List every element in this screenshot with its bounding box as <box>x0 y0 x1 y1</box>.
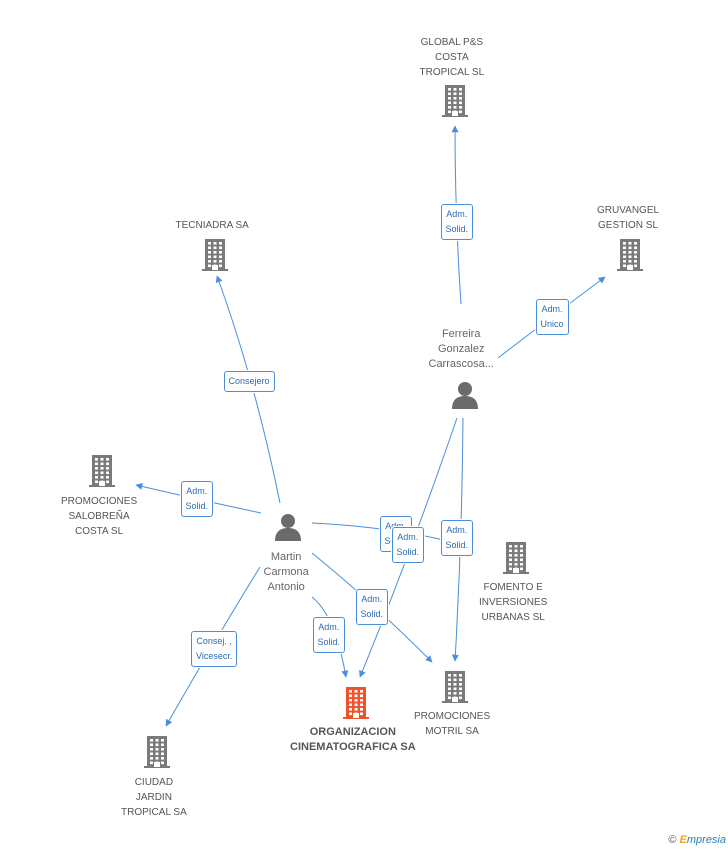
edge-label-martin-to-motril[interactable]: Adm. Solid. <box>355 589 389 625</box>
company-node-salobrena[interactable] <box>87 454 117 493</box>
brand-logo-initial: E <box>679 834 687 846</box>
company-label-salobrena[interactable]: PROMOCIONES SALOBREÑA COSTA SL <box>61 496 138 537</box>
building-icon <box>440 85 470 122</box>
company-node-tecniadra[interactable] <box>200 238 230 277</box>
company-node-global[interactable] <box>440 84 470 123</box>
company-label-global[interactable]: GLOBAL P&S COSTA TROPICAL SL <box>419 37 485 78</box>
company-node-ciudad[interactable] <box>142 735 172 774</box>
company-node-motril[interactable] <box>440 670 470 709</box>
person-icon <box>273 514 303 546</box>
person-label-ferreira[interactable]: Ferreira Gonzalez Carrascosa... <box>428 328 494 370</box>
company-label-gruvangel[interactable]: GRUVANGEL GESTION SL <box>597 205 660 231</box>
edge-label-ferreira-to-organizacion[interactable]: Adm. Solid. <box>391 527 425 563</box>
building-icon <box>200 239 230 276</box>
company-node-organizacion[interactable] <box>341 686 371 725</box>
building-icon <box>341 687 371 724</box>
edge-label-martin-to-salobrena[interactable]: Adm. Solid. <box>180 481 214 517</box>
building-icon <box>501 542 531 579</box>
person-icon <box>450 382 480 414</box>
company-node-fomento[interactable] <box>501 541 531 580</box>
edge-label-ferreira-to-motril[interactable]: Adm. Solid. <box>440 520 474 556</box>
edge-label-ferreira-to-global[interactable]: Adm. Solid. <box>440 204 474 240</box>
company-label-motril[interactable]: PROMOCIONES MOTRIL SA <box>414 711 491 737</box>
company-node-gruvangel[interactable] <box>615 238 645 277</box>
building-icon <box>615 239 645 276</box>
copyright-footer: © Empresia <box>668 834 726 846</box>
person-label-martin[interactable]: Martin Carmona Antonio <box>263 551 309 593</box>
company-label-fomento[interactable]: FOMENTO E INVERSIONES URBANAS SL <box>479 582 548 623</box>
edge-label-martin-to-tecniadra[interactable]: Consejero <box>223 370 275 392</box>
edge-label-martin-to-ciudad[interactable]: Consej. , Vicesecr. <box>191 631 238 667</box>
brand-logo-text: mpresia <box>686 834 726 846</box>
building-icon <box>142 736 172 773</box>
person-node-martin[interactable] <box>273 512 303 547</box>
edge-label-martin-to-organizacion[interactable]: Adm. Solid. <box>312 617 346 653</box>
person-node-ferreira[interactable] <box>450 380 480 415</box>
edge-label-ferreira-to-gruvangel[interactable]: Adm. Unico <box>535 299 569 335</box>
building-icon <box>87 455 117 492</box>
company-label-ciudad[interactable]: CIUDAD JARDIN TROPICAL SA <box>121 777 187 818</box>
company-label-tecniadra[interactable]: TECNIADRA SA <box>175 220 249 231</box>
building-icon <box>440 671 470 708</box>
company-label-organizacion[interactable]: ORGANIZACION CINEMATOGRAFICA SA <box>290 726 416 753</box>
copyright-symbol: © <box>668 834 677 846</box>
